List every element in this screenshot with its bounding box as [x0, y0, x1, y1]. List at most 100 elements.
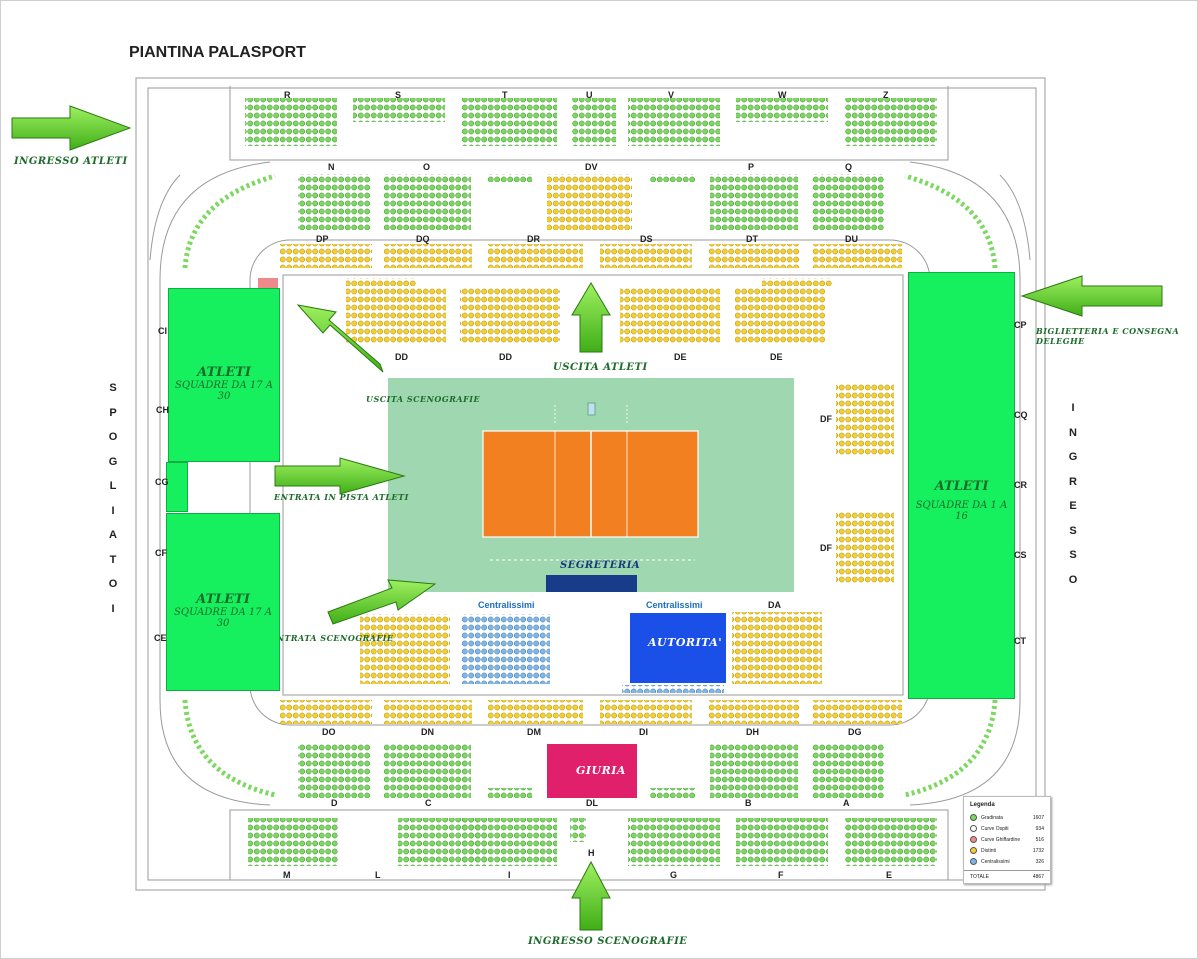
label-autorita: AUTORITA' [648, 636, 723, 649]
court-area [388, 378, 794, 592]
legend-total-value: 4867 [1032, 873, 1044, 880]
block-du: DU [845, 234, 858, 244]
legend-row-name: Curve Ospiti [981, 825, 1009, 832]
arrows [11, 105, 1163, 931]
block-ct: CT [1014, 636, 1026, 646]
block-d: D [331, 798, 338, 808]
block-t: T [502, 90, 508, 100]
block-dv: DV [585, 162, 598, 172]
label-giuria: GIURIA [576, 764, 626, 777]
zone-title: ATLETI [197, 365, 251, 380]
block-dh: DH [746, 727, 759, 737]
block-do: DO [322, 727, 336, 737]
legend-title: Legenda [970, 802, 995, 808]
zone-atleti-17-30-bottom: ATLETI SQUADRE DA 17 A 30 [166, 513, 280, 691]
block-cf: CF [155, 548, 167, 558]
block-df-1: DF [820, 414, 832, 424]
curve-seats [182, 173, 998, 798]
block-c: C [425, 798, 432, 808]
zone-title: ATLETI [196, 592, 250, 607]
stand-top-outer [245, 98, 937, 146]
block-dd-2: DD [499, 352, 512, 362]
block-dp: DP [316, 234, 329, 244]
arrow-entrata-scenografie [327, 579, 437, 625]
block-dn: DN [421, 727, 434, 737]
arrow-ingresso-scenografie [571, 860, 611, 931]
label-centralissimi-left: Centralissimi [478, 600, 535, 610]
block-dg: DG [848, 727, 862, 737]
block-da: DA [768, 600, 781, 610]
zone-cg-block [166, 462, 188, 512]
block-l: L [375, 870, 381, 880]
legend-row-name: Distinti [981, 847, 997, 854]
legend-swatch [970, 825, 977, 832]
note-biglietteria: BIGLIETTERIA E CONSEGNA DELEGHE [1036, 326, 1180, 346]
block-dt: DT [746, 234, 758, 244]
block-di: DI [639, 727, 648, 737]
zone-subtitle: SQUADRE DA 17 A 30 [174, 607, 272, 629]
block-g: G [670, 870, 678, 880]
block-ds: DS [640, 234, 653, 244]
block-cs: CS [1014, 550, 1027, 560]
block-e: E [886, 870, 893, 880]
block-z: Z [883, 90, 889, 100]
legend-swatch [970, 858, 977, 865]
block-h: H [588, 848, 595, 858]
legend-row-value: 326 [1035, 858, 1044, 865]
note-segreteria: SEGRETERIA [560, 560, 641, 571]
block-df-2: DF [820, 543, 832, 553]
note-entrata-scenografie: ENTRATA SCENOGRAFIE [270, 633, 394, 643]
arrow-uscita-scenografie [296, 304, 384, 373]
note-uscita-scenografie: USCITA SCENOGRAFIE [366, 394, 481, 404]
stand-dd-de [346, 278, 832, 344]
page-title: PIANTINA PALASPORT [129, 44, 306, 61]
block-r: R [284, 90, 291, 100]
block-cg: CG [155, 477, 169, 487]
block-dd-1: DD [395, 352, 408, 362]
block-dl: DL [586, 798, 598, 808]
block-p: P [748, 162, 755, 172]
stand-top-inner [258, 244, 902, 288]
block-v: V [668, 90, 675, 100]
stand-bottom-outer [248, 818, 937, 866]
legend-row: Gradinata 1607 [964, 812, 1050, 823]
block-de-2: DE [770, 352, 783, 362]
legend-row-name: Curve Ghiffardine [981, 836, 1021, 843]
note-entrata-pista: ENTRATA IN PISTA ATLETI [274, 492, 409, 502]
block-u: U [586, 90, 593, 100]
stand-df [836, 384, 894, 584]
legend-row-value: 934 [1035, 825, 1044, 832]
arrow-biglietteria [1020, 275, 1163, 317]
stand-bottom-inner [360, 612, 822, 693]
block-dq: DQ [416, 234, 430, 244]
legend-swatch [970, 814, 977, 821]
legend-total: TOTALE 4867 [964, 870, 1050, 882]
legend-swatch [970, 836, 977, 843]
stand-top-middle [298, 174, 884, 230]
arrow-uscita-atleti [571, 282, 611, 353]
block-a: A [843, 798, 850, 808]
arrow-ingresso-atleti [11, 105, 132, 151]
legend-row-value: 1607 [1032, 814, 1044, 821]
block-cp: CP [1014, 320, 1027, 330]
block-cr: CR [1014, 480, 1027, 490]
stand-bottom-middle [298, 744, 884, 798]
block-w: W [778, 90, 787, 100]
block-ch: CH [156, 405, 169, 415]
block-dr: DR [527, 234, 540, 244]
note-uscita-atleti: USCITA ATLETI [553, 362, 648, 373]
legend-row-name: Gradinata [981, 814, 1003, 821]
block-ce: CE [154, 633, 167, 643]
block-s: S [395, 90, 402, 100]
block-cq: CQ [1014, 410, 1028, 420]
block-i: I [508, 870, 511, 880]
zone-subtitle: SQUADRE DA 1 A 16 [915, 500, 1008, 522]
block-m: M [283, 870, 291, 880]
note-ingresso-scenografie: INGRESSO SCENOGRAFIE [528, 936, 688, 947]
zone-atleti-1-16: ATLETI SQUADRE DA 1 A 16 [908, 272, 1015, 699]
